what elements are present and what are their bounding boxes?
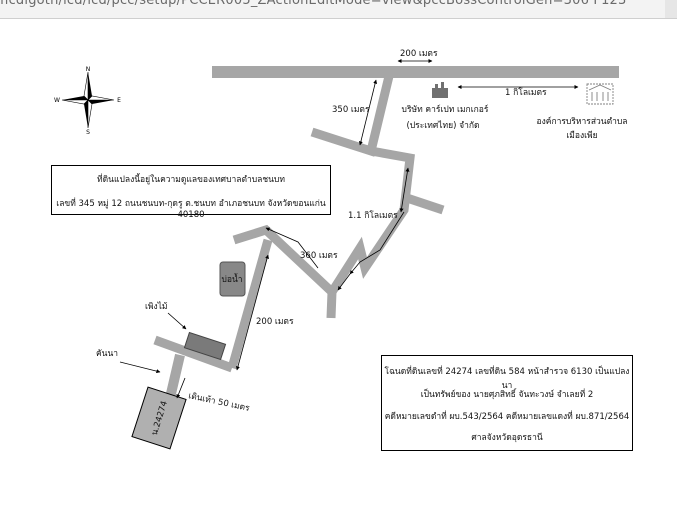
walk-path — [165, 353, 185, 400]
browser-url-bar[interactable]: ficdigoth/icd/icd/pcc/setup/PCCER005_ZAc… — [0, 0, 677, 19]
info-box-deed: โฉนดที่ดินเลขที่ 24274 เลขที่ดิน 584 หน้… — [381, 355, 633, 451]
company-line1: บริษัท คาร์เปท เมกเกอร์ — [402, 104, 489, 115]
shed-label: เพิงไม้ — [145, 301, 168, 312]
wood-shed — [183, 331, 227, 361]
roads — [212, 66, 619, 78]
pond-label: บ่อน้ำ — [221, 273, 242, 285]
url-text: ficdigoth/icd/icd/pcc/setup/PCCER005_ZAc… — [0, 0, 627, 8]
compass-s: S — [86, 129, 90, 136]
dike-label: คันนา — [96, 349, 118, 359]
company-line2: (ประเทศไทย) จำกัด — [406, 120, 479, 131]
main-road — [212, 66, 619, 78]
sao-line2: เมืองเพีย — [566, 130, 597, 141]
compass-w: W — [54, 97, 60, 104]
lane-to-plot — [232, 224, 336, 296]
sao-line1: องค์การบริหารส่วนตำบล — [537, 116, 628, 127]
compass-rose-icon: N S W E — [54, 66, 121, 136]
dist-top-road: 200 เมตร — [400, 49, 438, 59]
dist-walk-50: เดินเท้า 50 เมตร — [187, 390, 251, 414]
info-top-line2: เลขที่ 345 หมู่ 12 ถนนชนบท-กุดรู ต.ชนบท … — [56, 199, 326, 220]
plot-access-lane — [153, 335, 234, 373]
office-building-icon — [586, 83, 614, 105]
info-box-location: ที่ดินแปลงนี้อยู่ในความดูแลของเทศบาลตำบล… — [51, 165, 331, 220]
south-road — [227, 238, 273, 370]
info-bottom-line4: ศาลจังหวัดอุดรธานี — [471, 433, 543, 443]
dist-north-350: 350 เมตร — [332, 105, 370, 115]
dist-curve-360: 360 เมตร — [300, 251, 338, 261]
winding-road — [326, 146, 415, 319]
scrollbar[interactable] — [665, 0, 677, 18]
land-plot: น.24274 — [131, 386, 187, 450]
road-network — [153, 70, 445, 373]
compass-n: N — [86, 66, 91, 73]
dist-east-1km: 1 กิโลเมตร — [505, 87, 547, 98]
info-top-line1: ที่ดินแปลงนี้อยู่ในความดูแลของเทศบาลตำบล… — [97, 175, 285, 185]
info-bottom-line3: คดีหมายเลขดำที่ ผบ.543/2564 คดีหมายเลขแด… — [384, 412, 630, 422]
factory-icon — [432, 82, 448, 98]
info-bottom-line1: โฉนดที่ดินเลขที่ 24274 เลขที่ดิน 584 หน้… — [384, 367, 630, 391]
dist-south-200: 200 เมตร — [256, 317, 294, 327]
compass-e: E — [117, 97, 121, 104]
dist-mid-1-1km: 1.1 กิโลเมตร — [348, 210, 398, 221]
east-spur — [402, 192, 445, 215]
info-bottom-line2: เป็นทรัพย์ของ นายศุภสิทธิ์ จันทะวงษ์ จำเ… — [420, 390, 594, 400]
